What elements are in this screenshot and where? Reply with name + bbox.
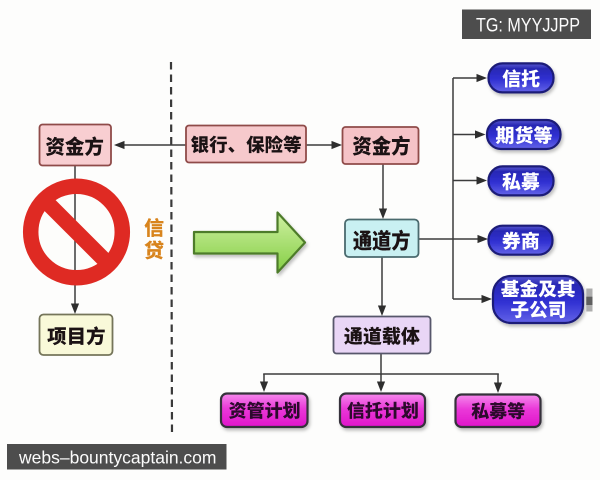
svg-text:webs–bountycaptain.com: webs–bountycaptain.com bbox=[18, 448, 216, 468]
svg-text:TG: MYYJJPP: TG: MYYJJPP bbox=[476, 16, 580, 37]
